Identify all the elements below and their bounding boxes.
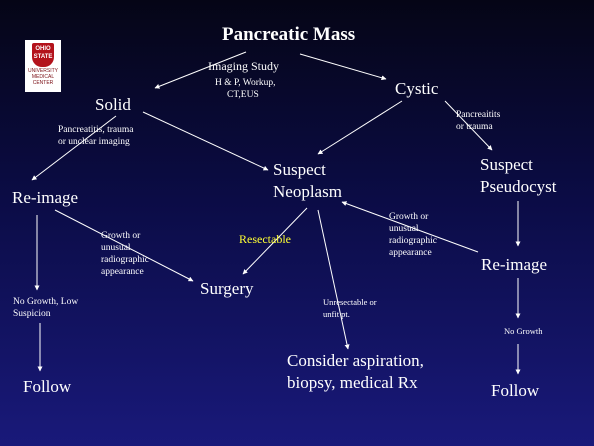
label-pancreatitis-trauma-line-1: Pancreatitis, trauma bbox=[58, 125, 134, 135]
label-pancreatitis-trauma-line-2: or unclear imaging bbox=[58, 137, 130, 147]
node-consider-line-2: biopsy, medical Rx bbox=[287, 373, 418, 392]
arrow-reimage-to-surgery bbox=[54, 209, 194, 282]
arrow-title-to-cystic bbox=[299, 53, 387, 81]
label-unresectable-line-1: Unresectable or bbox=[323, 297, 377, 307]
label-no-growth-low-line-1: No Growth, Low bbox=[13, 297, 79, 307]
label-resectable: Resectable bbox=[239, 232, 291, 246]
node-suspect-neoplasm-line-1: Suspect bbox=[273, 160, 326, 179]
node-reimage-left: Re-image bbox=[12, 188, 79, 207]
node-suspect-neoplasm-line-2: Neoplasm bbox=[273, 182, 342, 201]
arrow-cystic-to-neoplasm bbox=[317, 100, 403, 155]
arrow-neoplasm-to-surgery bbox=[242, 207, 308, 275]
label-growth-left-line-1: Growth or bbox=[101, 231, 141, 241]
node-solid: Solid bbox=[95, 95, 131, 114]
logo-caption: UNIVERSITY MEDICAL CENTER bbox=[25, 68, 61, 86]
label-growth-right-line-4: appearance bbox=[389, 248, 432, 258]
arrow-reimage-right-to-neoplasm bbox=[341, 201, 479, 253]
label-pancreatitis-right-line-2: or trauma bbox=[456, 122, 493, 132]
imaging-detail-line-1: H & P, Workup, bbox=[215, 78, 276, 88]
shield-logo-icon: OHIO STATE bbox=[32, 43, 54, 67]
node-cystic: Cystic bbox=[395, 79, 439, 98]
imaging-study-label: Imaging Study bbox=[208, 59, 279, 73]
university-logo: OHIO STATE UNIVERSITY MEDICAL CENTER bbox=[25, 40, 61, 92]
label-no-growth-low-line-2: Suspicion bbox=[13, 309, 51, 319]
arrow-neoplasm-to-consider bbox=[317, 209, 350, 350]
label-growth-left-line-4: appearance bbox=[101, 267, 144, 277]
node-follow-left: Follow bbox=[23, 377, 72, 396]
node-suspect-pseudocyst-line-1: Suspect bbox=[480, 155, 533, 174]
node-reimage-right: Re-image bbox=[481, 255, 548, 274]
arrow-solid-to-neoplasm bbox=[142, 111, 269, 171]
node-follow-right: Follow bbox=[491, 381, 540, 400]
label-unresectable-line-2: unfit pt. bbox=[323, 309, 350, 319]
imaging-detail-line-2: CT,EUS bbox=[227, 90, 259, 100]
logo-caption-line-1: UNIVERSITY bbox=[27, 68, 58, 74]
label-pancreatitis-right-line-1: Pancreaitits bbox=[456, 110, 501, 120]
label-growth-left-line-3: radiographic bbox=[101, 255, 150, 265]
arrow-title-to-solid bbox=[154, 51, 247, 89]
arrow-solid-to-reimage bbox=[31, 115, 117, 181]
logo-caption-line-3: CENTER bbox=[32, 79, 54, 86]
node-suspect-pseudocyst-line-2: Pseudocyst bbox=[480, 177, 557, 196]
logo-caption-line-2: MEDICAL bbox=[31, 73, 55, 80]
label-growth-right-line-2: unusual bbox=[389, 224, 419, 234]
node-consider-line-1: Consider aspiration, bbox=[287, 351, 424, 370]
label-no-growth-right: No Growth bbox=[504, 326, 543, 336]
node-surgery: Surgery bbox=[200, 279, 254, 298]
label-growth-right-line-3: radiographic bbox=[389, 236, 438, 246]
slide-title: Pancreatic Mass bbox=[222, 24, 356, 45]
arrow-cystic-to-pseudocyst bbox=[444, 100, 493, 151]
logo-shield-line-2: STATE bbox=[33, 54, 53, 60]
label-growth-right-line-1: Growth or bbox=[389, 212, 429, 222]
label-growth-left-line-2: unusual bbox=[101, 243, 131, 253]
logo-shield-line-1: OHIO bbox=[35, 46, 51, 52]
